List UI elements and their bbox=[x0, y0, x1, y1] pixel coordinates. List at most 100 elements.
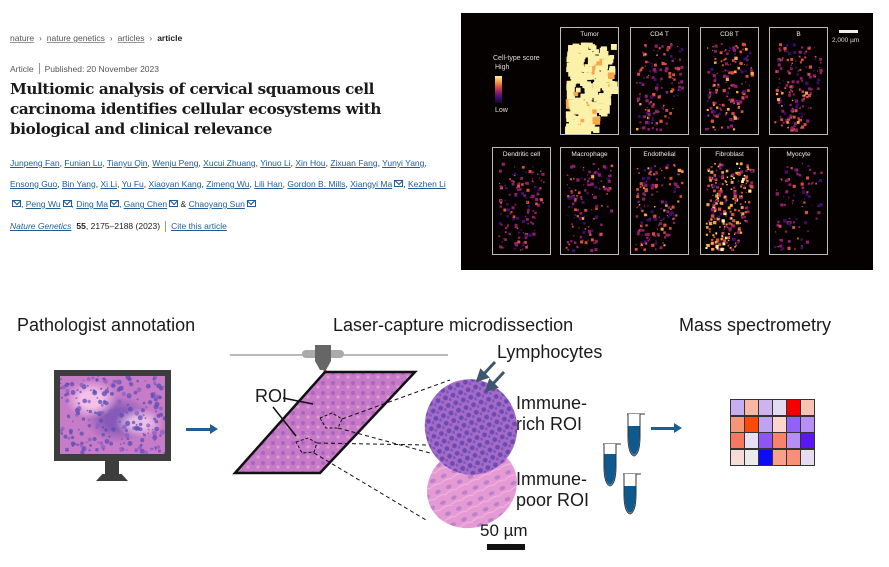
score-pixel bbox=[642, 242, 645, 245]
score-pixel bbox=[656, 190, 658, 193]
breadcrumb-separator-icon: › bbox=[109, 33, 113, 43]
score-pixel bbox=[524, 182, 527, 185]
score-pixel bbox=[568, 89, 574, 96]
score-pixel bbox=[713, 79, 717, 83]
nucleus-dot bbox=[140, 408, 145, 413]
score-pixel bbox=[713, 189, 716, 193]
score-pixel bbox=[518, 231, 521, 234]
nucleus-dot bbox=[117, 399, 122, 404]
step-title-lcm: Laser-capture microdissection bbox=[333, 315, 574, 335]
author-link[interactable]: Yu Fu bbox=[121, 178, 144, 189]
score-pixel bbox=[571, 64, 578, 70]
score-pixel bbox=[654, 165, 657, 168]
score-pixel bbox=[740, 70, 744, 74]
author-link[interactable]: Yunyi Yang bbox=[382, 158, 425, 168]
score-pixel bbox=[709, 199, 713, 202]
author-link[interactable]: Peng Wu bbox=[25, 199, 61, 209]
score-pixel bbox=[651, 117, 654, 120]
score-pixel bbox=[636, 195, 640, 199]
author-link[interactable]: Ensong Guo bbox=[10, 178, 58, 189]
score-pixel bbox=[668, 183, 671, 186]
score-pixel bbox=[783, 112, 787, 115]
score-pixel bbox=[638, 69, 642, 73]
mail-icon[interactable] bbox=[109, 200, 119, 207]
score-pixel bbox=[718, 175, 721, 177]
score-pixel bbox=[796, 120, 800, 124]
author-link[interactable]: Xiangyi Ma bbox=[350, 178, 393, 189]
author-link[interactable]: Junpeng Fan bbox=[10, 158, 60, 168]
volume: 55 bbox=[76, 221, 86, 231]
score-pixel bbox=[674, 58, 676, 60]
author-link[interactable]: Kezhen Li bbox=[407, 178, 446, 189]
score-pixel bbox=[739, 211, 742, 214]
score-pixel bbox=[739, 100, 743, 104]
author-link[interactable]: Xucui Zhuang bbox=[203, 158, 256, 168]
journal-link[interactable]: Nature Genetics bbox=[10, 221, 72, 231]
score-pixel bbox=[665, 187, 667, 189]
author-link[interactable]: Funian Lu bbox=[64, 158, 103, 168]
score-pixel bbox=[801, 95, 804, 97]
score-pixel bbox=[673, 95, 676, 97]
nucleus-dot bbox=[71, 420, 74, 423]
score-pixel bbox=[781, 179, 783, 181]
heatmap-cell bbox=[745, 433, 758, 448]
score-pixel bbox=[588, 177, 591, 180]
author-link[interactable]: Chaoyang Sun bbox=[188, 199, 245, 209]
author-link[interactable]: Ding Ma bbox=[76, 199, 108, 209]
score-pixel bbox=[573, 241, 577, 244]
score-pixel bbox=[739, 222, 742, 225]
score-pixel bbox=[590, 238, 594, 242]
score-pixel bbox=[570, 240, 573, 243]
breadcrumb-nature-genetics[interactable]: nature genetics bbox=[46, 33, 105, 43]
nucleus-dot bbox=[71, 435, 75, 440]
mail-icon[interactable] bbox=[246, 200, 256, 207]
score-pixel bbox=[819, 57, 822, 61]
nucleus-dot bbox=[134, 411, 140, 416]
author-separator: , bbox=[57, 178, 62, 189]
author-link[interactable]: Xin Hou bbox=[295, 158, 326, 168]
score-pixel bbox=[580, 78, 588, 87]
breadcrumb-articles[interactable]: articles bbox=[117, 33, 145, 43]
score-pixel bbox=[805, 240, 810, 244]
nucleus-dot bbox=[154, 419, 158, 423]
author-link[interactable]: Xi Li bbox=[100, 178, 117, 189]
score-pixel bbox=[789, 85, 792, 89]
score-pixel bbox=[590, 123, 595, 129]
author-link[interactable]: Zimeng Wu bbox=[206, 178, 250, 189]
author-link[interactable]: Lili Han bbox=[254, 178, 283, 189]
author-link[interactable]: Zixuan Fang bbox=[330, 158, 378, 168]
score-pixel bbox=[644, 44, 647, 47]
score-pixel bbox=[731, 100, 734, 104]
celltype-tile-label: Fibroblast bbox=[715, 151, 744, 158]
cite-article-link[interactable]: Cite this article bbox=[171, 221, 227, 231]
score-pixel bbox=[710, 208, 715, 212]
score-pixel bbox=[725, 181, 728, 183]
nucleus-dot bbox=[82, 379, 85, 382]
score-pixel bbox=[639, 224, 643, 228]
score-pixel bbox=[517, 240, 521, 244]
author-link[interactable]: Gordon B. Mills bbox=[287, 178, 346, 189]
score-pixel bbox=[803, 94, 806, 97]
mail-icon[interactable] bbox=[394, 179, 404, 187]
score-pixel bbox=[652, 94, 655, 97]
breadcrumb-nature[interactable]: nature bbox=[10, 33, 35, 43]
author-link[interactable]: Wenju Peng bbox=[152, 158, 199, 168]
mail-icon[interactable] bbox=[169, 200, 179, 207]
nucleus-dot bbox=[147, 432, 149, 435]
score-pixel bbox=[734, 208, 737, 212]
article-title: Multiomic analysis of cervical squamous … bbox=[10, 80, 382, 138]
author-link[interactable]: Bin Yang bbox=[62, 178, 96, 189]
score-pixel bbox=[670, 208, 672, 210]
score-pixel bbox=[508, 193, 511, 196]
mail-icon[interactable] bbox=[62, 200, 72, 207]
score-pixel bbox=[732, 120, 735, 122]
celltype-tile: Macrophage bbox=[560, 147, 619, 255]
score-pixel bbox=[533, 229, 535, 231]
score-pixel bbox=[721, 164, 723, 166]
author-link[interactable]: Yinuo Li bbox=[260, 158, 291, 168]
author-link[interactable]: Tianyu Qin bbox=[106, 158, 148, 168]
author-link[interactable]: Xiaoyan Kang bbox=[148, 178, 202, 189]
score-pixel bbox=[739, 170, 744, 174]
author-link[interactable]: Gang Chen bbox=[123, 199, 168, 209]
mail-icon[interactable] bbox=[12, 200, 21, 207]
